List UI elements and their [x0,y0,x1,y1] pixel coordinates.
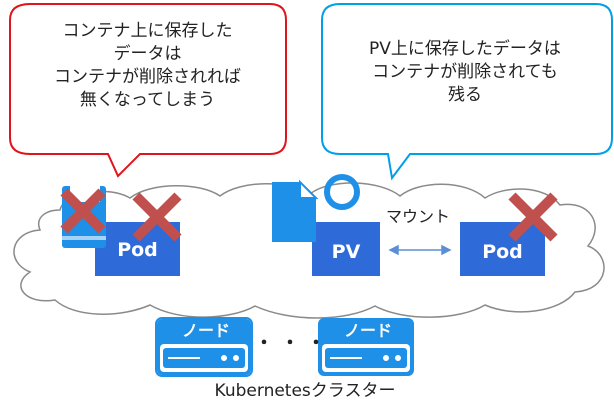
speech-bubble-left [9,3,287,178]
speech-bubble-right [321,3,613,181]
node-1-label: ノード [181,321,230,340]
bubble-left-text: コンテナ上に保存した データは コンテナが削除されれば 無くなってしまう [54,21,241,110]
cluster-label: Kubernetesクラスター [214,381,396,401]
bubble-right-text: PV上に保存したデータは コンテナが削除されても 残る [369,39,561,105]
circle-icon [324,174,360,210]
cross-icon [132,192,182,242]
document-icon [272,179,319,242]
node-2-label: ノード [343,321,392,340]
cross-icon [60,188,106,234]
pv-label: PV [331,241,361,263]
mount-label: マウント [385,207,450,226]
ellipsis-dots: ・・・ [255,333,333,354]
server-icon [318,318,414,376]
cross-icon [508,192,558,242]
pod-right-label: Pod [482,241,523,263]
pod-left-label: Pod [117,239,158,261]
mount-arrow [388,244,452,256]
pod-right-box [460,222,545,276]
pv-box [312,222,380,276]
server-icon [155,317,253,377]
